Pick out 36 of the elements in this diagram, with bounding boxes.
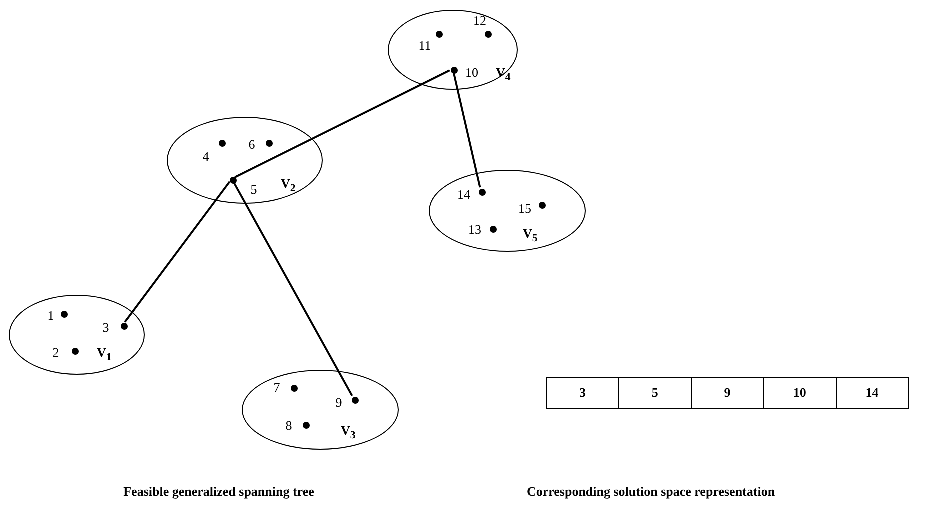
vertex-label: 14 (457, 188, 471, 202)
cluster-label: V$_{3}$ (341, 423, 356, 444)
cluster-ellipse (167, 117, 323, 204)
table-cell: 10 (763, 377, 837, 409)
vertex-label: 12 (473, 14, 487, 28)
vertex-label: 2 (52, 346, 60, 360)
vertex-label: 8 (286, 419, 292, 433)
vertex-label: 1 (48, 309, 54, 323)
table-cell: 5 (618, 377, 692, 409)
cluster-ellipse (429, 170, 586, 252)
vertex-label: 5 (250, 183, 258, 197)
caption: Feasible generalized spanning tree (124, 484, 314, 500)
tree-edge (232, 182, 354, 396)
vertex-label: 15 (518, 202, 532, 216)
cluster-label: V$_{2}$ (281, 176, 296, 197)
cluster-label: V$_{1}$ (97, 345, 112, 366)
vertex-label: 6 (248, 138, 256, 152)
cluster-ellipse (242, 370, 399, 450)
vertex-label: 11 (418, 39, 432, 53)
cluster-label: V$_{5}$ (523, 226, 538, 247)
vertex-label: 13 (468, 223, 482, 237)
vertex-label: 10 (465, 66, 479, 80)
cluster-ellipse (9, 295, 145, 375)
table-cell: 9 (690, 377, 764, 409)
caption: Corresponding solution space representation (526, 484, 776, 500)
cluster-ellipse (388, 10, 518, 90)
vertex-label: 9 (336, 396, 342, 410)
vertex-label: 3 (102, 321, 110, 335)
tree-edge (452, 72, 482, 188)
vertex-label: 4 (202, 150, 210, 164)
tree-edge (124, 181, 231, 323)
tree-edge (234, 70, 450, 178)
vertex-label: 7 (274, 381, 280, 395)
table-cell: 14 (836, 377, 909, 409)
table-cell: 3 (546, 377, 620, 409)
cluster-label: V$_{4}$ (496, 65, 511, 86)
